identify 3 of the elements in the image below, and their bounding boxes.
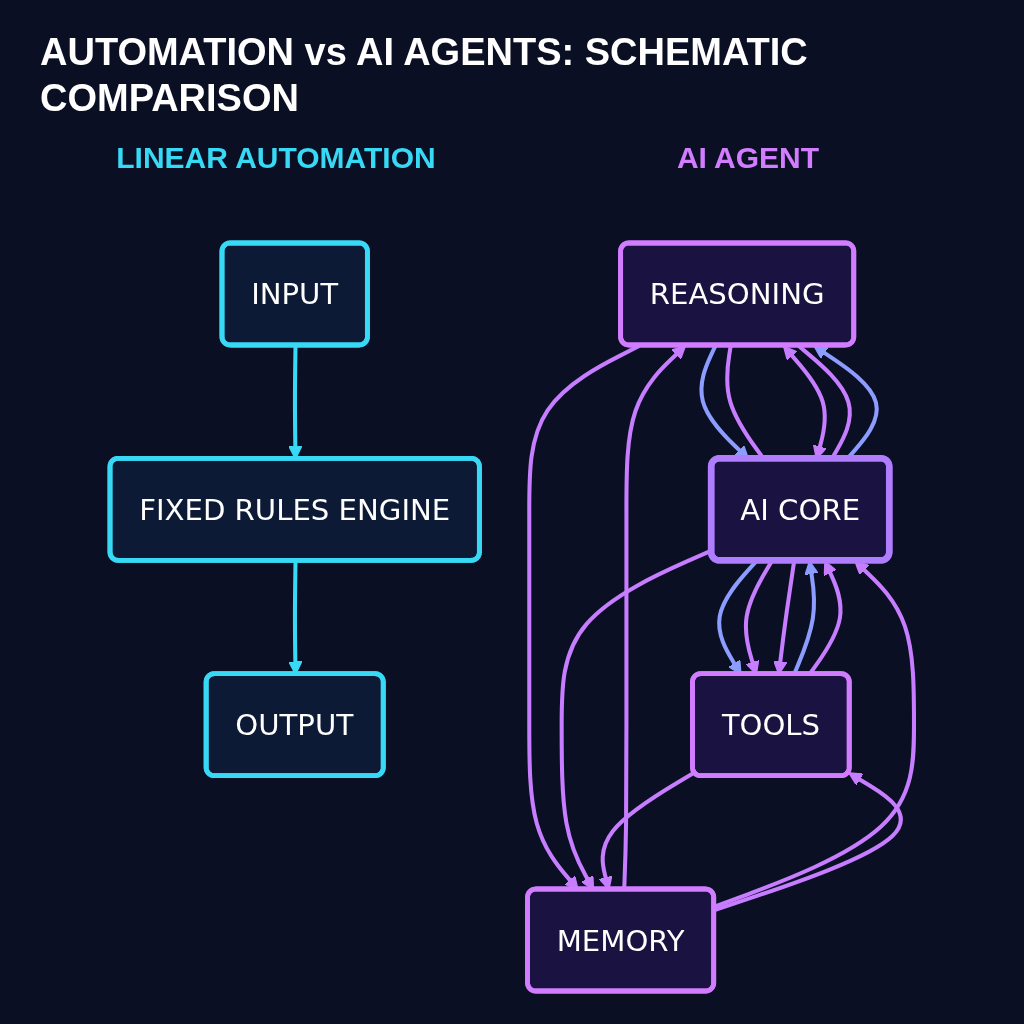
section-heading: LINEAR AUTOMATION [115, 141, 437, 176]
section-heading: AI AGENT [675, 141, 821, 176]
title: AUTOMATION vs AI AGENTS: SCHEMATIC COMPARISON [39, 30, 809, 121]
